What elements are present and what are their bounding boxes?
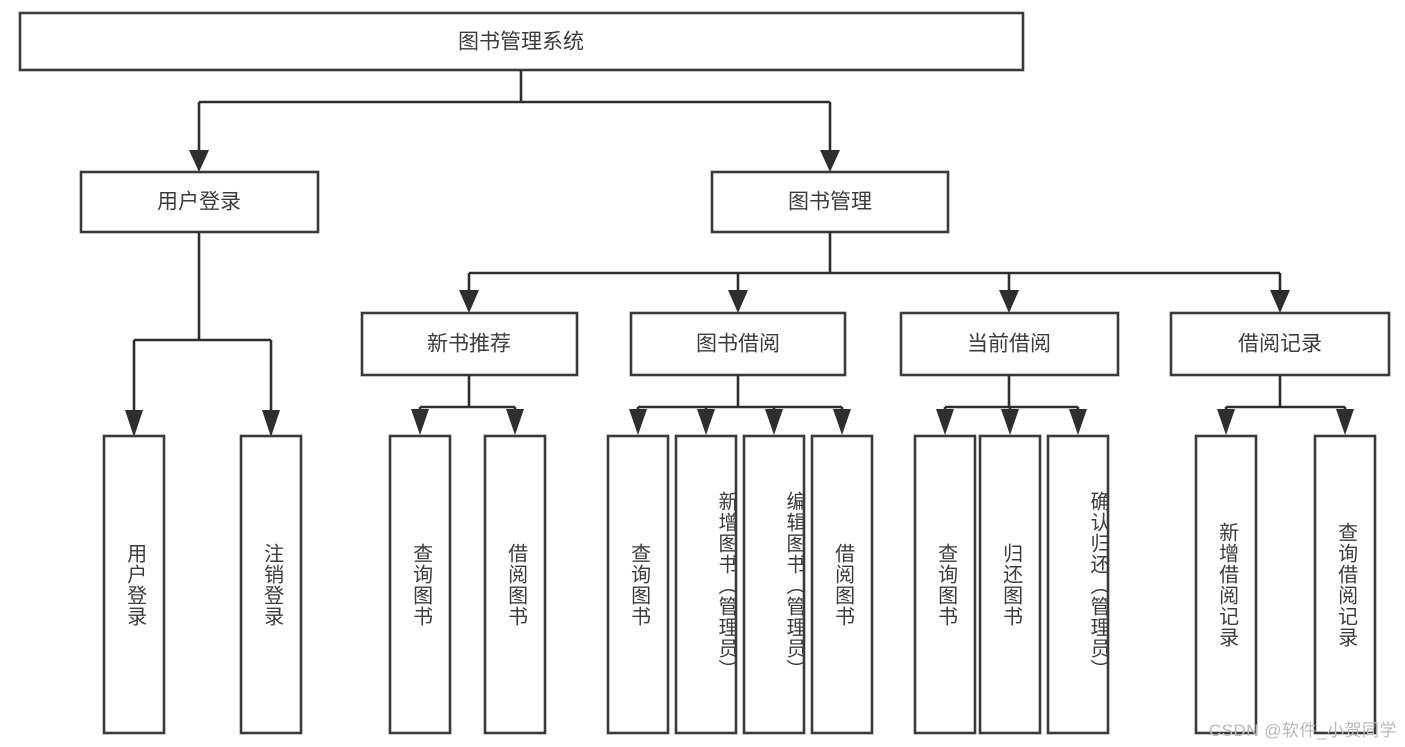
node-book-borrow[interactable]: 图书借阅 — [629, 311, 847, 377]
leaf-box-current-borrow-0[interactable] — [913, 434, 977, 735]
arrow-head-book-borrow — [728, 290, 748, 313]
node-book-borrow-label: 图书借阅 — [696, 333, 780, 356]
node-current-borrow-box[interactable] — [899, 311, 1120, 377]
node-book-borrow-box[interactable] — [629, 311, 847, 377]
arrow-head-leaf-book-borrow-0 — [629, 409, 647, 435]
leaf-box-current-borrow-1[interactable] — [978, 434, 1042, 735]
node-book-management-label: 图书管理 — [788, 191, 872, 214]
arrow-head-leaf-new-book-0 — [411, 409, 429, 435]
arrow-head-new-book — [459, 290, 479, 313]
leaf-box-borrow-record-1[interactable] — [1313, 434, 1377, 735]
leaf-box-user-login-0[interactable] — [102, 434, 166, 735]
leaf-box-new-book-0[interactable] — [388, 434, 452, 735]
arrow-head-leaf-new-book-1 — [506, 409, 524, 435]
leaf-box-book-borrow-0[interactable] — [606, 434, 670, 735]
csdn-watermark: CSDN @软件_小贺同学 — [1208, 721, 1397, 740]
arrow-head-leaf-book-borrow-2 — [765, 409, 783, 435]
arrow-head-leaf-borrow-record-0 — [1217, 409, 1235, 435]
leaf-box-book-borrow-2[interactable] — [742, 434, 806, 735]
arrow-head-leaf-user-login-1 — [262, 410, 280, 437]
node-new-book-recommend-box[interactable] — [360, 311, 579, 377]
arrow-head-leaf-user-login-0 — [125, 410, 143, 437]
leaf-box-user-login-1[interactable] — [239, 434, 303, 735]
arrow-head-user-login — [189, 150, 209, 172]
leaf-box-book-borrow-1[interactable] — [674, 434, 738, 735]
arrow-head-leaf-current-borrow-1 — [1001, 409, 1019, 435]
node-user-login-label: 用户登录 — [157, 191, 241, 214]
node-root-label: 图书管理系统 — [458, 31, 584, 54]
arrow-head-leaf-borrow-record-1 — [1336, 409, 1354, 435]
node-new-book-recommend[interactable]: 新书推荐 — [360, 311, 579, 377]
node-borrow-record[interactable]: 借阅记录 — [1169, 311, 1391, 377]
arrow-head-leaf-current-borrow-2 — [1069, 409, 1087, 435]
arrow-head-leaf-book-borrow-1 — [697, 409, 715, 435]
arrow-head-leaf-current-borrow-0 — [936, 409, 954, 435]
node-root[interactable]: 图书管理系统 — [18, 11, 1025, 72]
node-user-login[interactable]: 用户登录 — [79, 170, 320, 234]
node-book-management-box[interactable] — [710, 170, 950, 234]
node-borrow-record-label: 借阅记录 — [1238, 333, 1322, 356]
node-root-box[interactable] — [18, 11, 1025, 72]
node-book-management[interactable]: 图书管理 — [710, 170, 950, 234]
leaf-box-book-borrow-3[interactable] — [810, 434, 874, 735]
node-current-borrow-label: 当前借阅 — [967, 333, 1051, 356]
arrow-head-leaf-book-borrow-3 — [833, 409, 851, 435]
node-new-book-recommend-label: 新书推荐 — [427, 333, 511, 356]
leaf-box-new-book-1[interactable] — [483, 434, 547, 735]
node-current-borrow[interactable]: 当前借阅 — [899, 311, 1120, 377]
arrow-head-book-management — [820, 150, 840, 172]
arrow-head-current-borrow — [999, 290, 1019, 313]
leaf-box-borrow-record-0[interactable] — [1194, 434, 1258, 735]
leaf-box-current-borrow-2[interactable] — [1046, 434, 1110, 735]
arrow-head-borrow-record — [1270, 290, 1290, 313]
node-borrow-record-box[interactable] — [1169, 311, 1391, 377]
